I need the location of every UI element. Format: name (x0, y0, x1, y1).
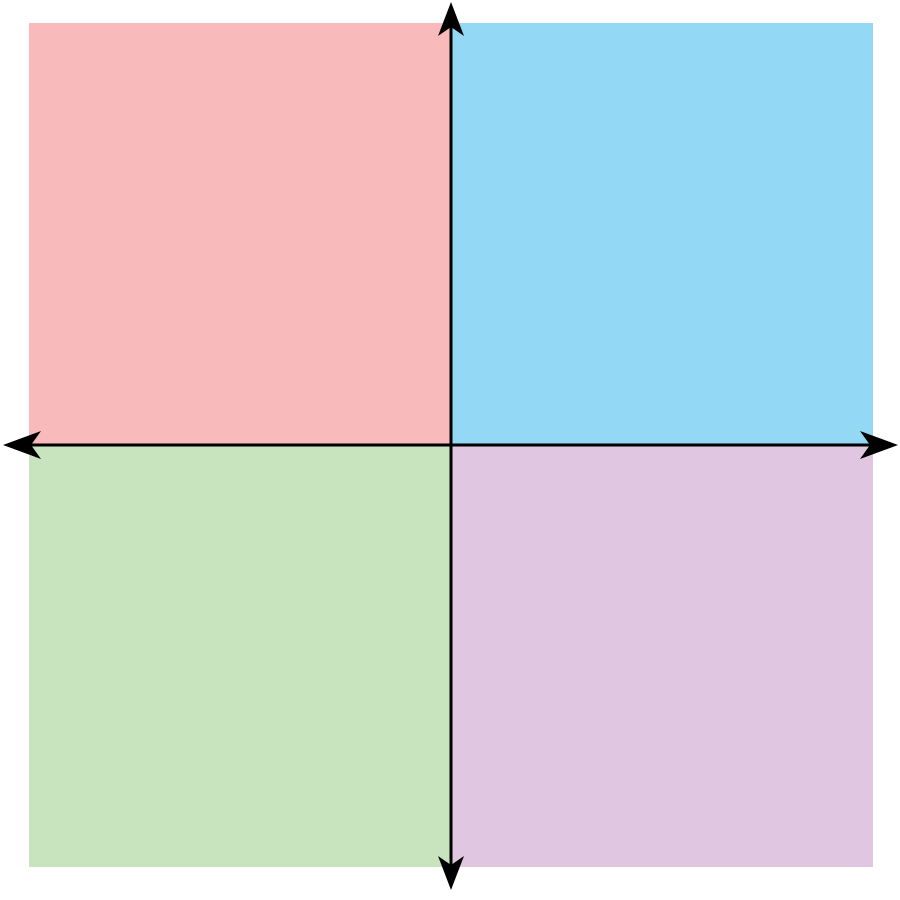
quadrant-top-left (29, 23, 451, 445)
arrow-up-icon (438, 2, 464, 36)
arrow-down-icon (438, 856, 464, 890)
arrow-right-icon (860, 431, 898, 459)
quadrant-top-right (451, 23, 873, 445)
axes (3, 2, 898, 890)
quadrant-bottom-right (451, 445, 873, 867)
quadrant-bottom-left (29, 445, 451, 867)
arrow-left-icon (3, 431, 41, 459)
